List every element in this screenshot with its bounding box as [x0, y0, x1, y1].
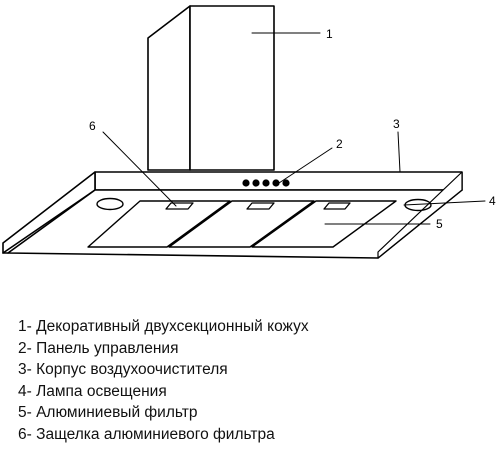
callout-2: 2: [336, 137, 343, 151]
range-hood-diagram: [2, 5, 486, 259]
legend-item: 6- Защелка алюминиевого фильтра: [18, 425, 275, 443]
legend-item: 2- Панель управления: [18, 339, 179, 357]
aluminium-filters: [87, 200, 397, 248]
legend-item: 3- Корпус воздухоочистителя: [18, 361, 228, 379]
callout-6: 6: [89, 119, 96, 133]
hood-body: [2, 171, 463, 259]
callout-3: 3: [393, 117, 400, 131]
legend-item: 4- Лампа освещения: [18, 382, 167, 400]
callout-5: 5: [436, 217, 443, 231]
parts-legend: 1- Декоративный двухсекционный кожух 2- …: [18, 316, 309, 446]
legend-item: 1- Декоративный двухсекционный кожух: [18, 318, 309, 335]
control-panel-buttons: [242, 179, 290, 187]
callout-4: 4: [489, 194, 496, 208]
callout-1: 1: [326, 27, 333, 41]
chimney-cover: [147, 5, 275, 171]
leader-lines: [102, 32, 486, 225]
filter-latches: [165, 202, 351, 210]
legend-item: 5- Алюминиевый фильтр: [18, 404, 198, 422]
